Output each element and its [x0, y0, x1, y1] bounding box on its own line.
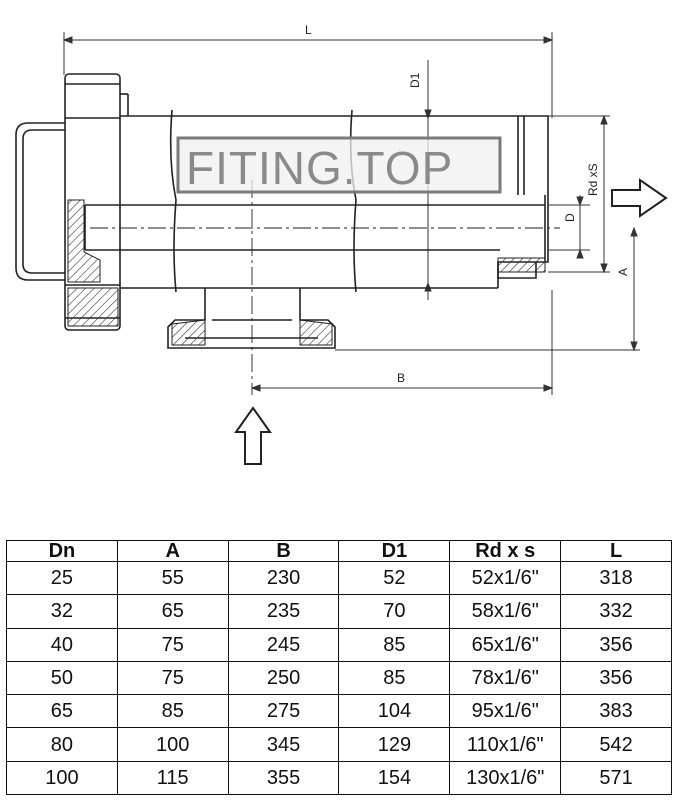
inlet-arrow-icon: [234, 406, 272, 465]
table-cell: 104: [338, 694, 451, 729]
table-cell: 356: [560, 660, 672, 696]
table-cell: 130x1/6": [449, 760, 562, 796]
table-cell: 50: [6, 660, 118, 696]
table-cell: 32: [6, 594, 118, 629]
table-cell: 356: [560, 627, 672, 662]
table-cell: 70: [338, 594, 451, 629]
column-header-d1: D1: [338, 540, 451, 562]
column-header-dn: Dn: [6, 540, 118, 562]
table-cell: 52x1/6": [449, 560, 562, 596]
table-cell: 355: [227, 760, 340, 796]
table-cell: 230: [227, 560, 340, 596]
table-cell: 275: [227, 694, 340, 729]
table-cell: 40: [6, 627, 118, 662]
table-cell: 571: [560, 760, 672, 796]
table-header-row: Dn A B D1 Rd x s L: [6, 540, 672, 562]
table-cell: 235: [227, 594, 340, 629]
table-cell: 58x1/6": [449, 594, 562, 629]
table-cell: 542: [560, 727, 672, 762]
table-cell: 52: [338, 560, 451, 596]
dimension-D-label: D: [563, 213, 577, 222]
table-cell: 65: [116, 594, 229, 629]
dimension-B-label: B: [397, 371, 405, 385]
technical-drawing: L D1: [15, 23, 668, 465]
watermark-text: FITING.TOP: [186, 142, 453, 194]
fitting-body: [15, 73, 560, 395]
table-cell: 85: [338, 627, 451, 662]
table-cell: 332: [560, 594, 672, 629]
table-cell: 65x1/6": [449, 627, 562, 662]
dimension-right: [335, 114, 640, 352]
table-cell: 75: [116, 660, 229, 696]
column-header-rdxs: Rd x s: [449, 540, 562, 562]
table-cell: 95x1/6": [449, 694, 562, 729]
table-cell: 250: [227, 660, 340, 696]
dimension-B: [250, 290, 554, 395]
table-cell: 80: [6, 727, 118, 762]
table-cell: 85: [116, 694, 229, 729]
dimension-A-label: A: [616, 268, 630, 276]
table-cell: 110x1/6": [449, 727, 562, 762]
dimension-L-label: L: [305, 23, 312, 37]
dimension-RdxS-label: Rd xS: [586, 163, 600, 196]
hatched-sections: [67, 199, 546, 346]
table-cell: 318: [560, 560, 672, 596]
table-cell: 85: [338, 660, 451, 696]
table-cell: 65: [6, 694, 118, 729]
column-header-a: A: [116, 540, 229, 562]
outlet-arrow-icon: [611, 178, 668, 218]
table-cell: 75: [116, 627, 229, 662]
table-cell: 129: [338, 727, 451, 762]
table-cell: 154: [338, 760, 451, 796]
table-cell: 25: [6, 560, 118, 596]
column-header-l: L: [560, 540, 672, 562]
dimension-D1-label: D1: [408, 72, 422, 88]
table-cell: 115: [116, 760, 229, 796]
table-cell: 55: [116, 560, 229, 596]
table-cell: 100: [6, 760, 118, 796]
watermark-logo: FITING.TOP: [176, 136, 502, 194]
table-cell: 345: [227, 727, 340, 762]
dimension-L: [62, 32, 554, 118]
table-cell: 100: [116, 727, 229, 762]
table-cell: 383: [560, 694, 672, 729]
column-header-b: B: [227, 540, 340, 562]
table-cell: 78x1/6": [449, 660, 562, 696]
table-cell: 245: [227, 627, 340, 662]
